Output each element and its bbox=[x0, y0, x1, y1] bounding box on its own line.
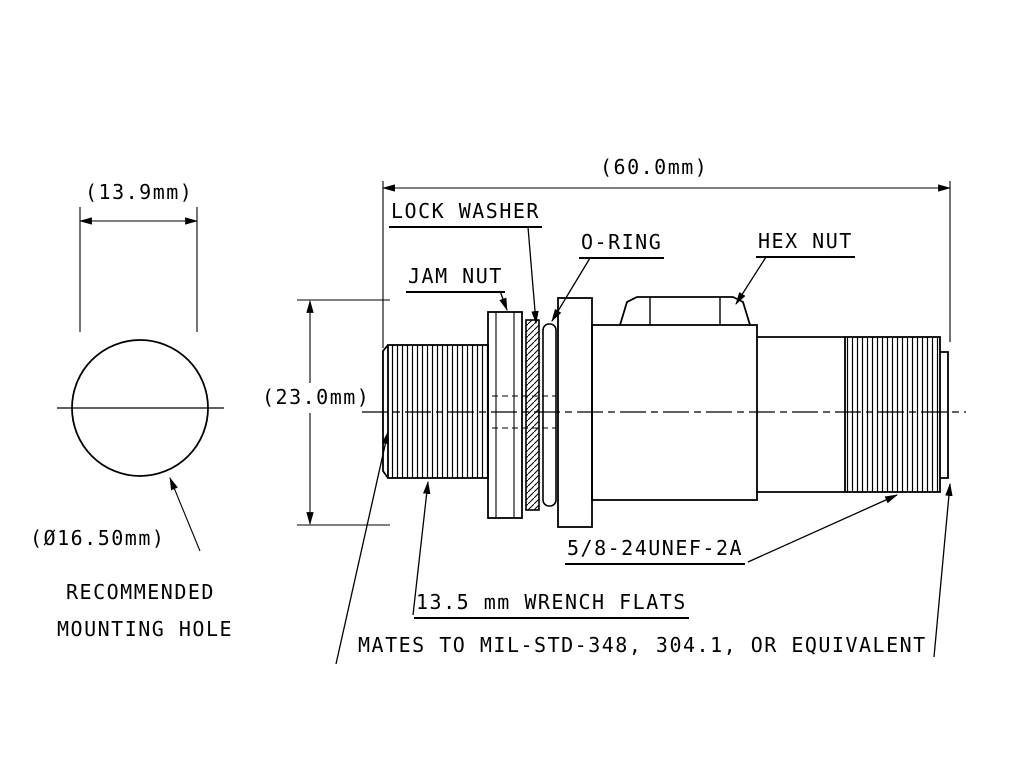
leader-thread-spec bbox=[747, 494, 898, 563]
leader-wrench-flats bbox=[412, 480, 431, 616]
lock-washer-label: LOCK WASHER bbox=[389, 200, 542, 228]
o-ring-label: O-RING bbox=[579, 231, 665, 259]
o-ring-shape bbox=[542, 323, 557, 507]
left-end-face bbox=[382, 344, 389, 479]
hex-nut-shape bbox=[619, 296, 751, 326]
dimension-length-label: (60.0mm) bbox=[600, 155, 709, 179]
lock-washer-shape bbox=[525, 319, 540, 511]
leader-o-ring bbox=[551, 257, 591, 322]
jam-nut-label: JAM NUT bbox=[406, 265, 505, 293]
jam-nut-shape bbox=[487, 311, 523, 519]
leader-mates-left bbox=[335, 430, 389, 665]
caption-recommended: RECOMMENDED bbox=[66, 580, 215, 604]
wrench-flats-label: 13.5 mm WRENCH FLATS bbox=[414, 591, 689, 619]
mounting-hole-circle bbox=[71, 339, 209, 477]
thread-spec-label: 5/8-24UNEF-2A bbox=[565, 537, 746, 565]
left-thread-section bbox=[387, 344, 489, 479]
leader-hex-nut bbox=[735, 256, 767, 305]
caption-mounting-hole: MOUNTING HOLE bbox=[57, 617, 234, 641]
dimension-width-label: (13.9mm) bbox=[85, 180, 194, 204]
connector-body bbox=[591, 324, 758, 501]
mating-standard-note: MATES TO MIL-STD-348, 304.1, OR EQUIVALE… bbox=[358, 633, 927, 657]
leader-jam-nut bbox=[499, 290, 508, 312]
hole-diameter-label: (Ø16.50mm) bbox=[30, 526, 166, 550]
leader-hole-diameter bbox=[169, 476, 201, 552]
leader-mates-right bbox=[933, 482, 953, 658]
right-end-face bbox=[940, 351, 949, 479]
right-thread-section bbox=[844, 336, 941, 493]
mounting-hole-view bbox=[57, 207, 224, 552]
leader-lines bbox=[335, 226, 953, 665]
connector-side-view bbox=[297, 181, 966, 528]
hex-nut-label: HEX NUT bbox=[756, 230, 855, 258]
leader-lock-washer bbox=[527, 226, 539, 325]
dimension-height-label: (23.0mm) bbox=[262, 385, 371, 409]
